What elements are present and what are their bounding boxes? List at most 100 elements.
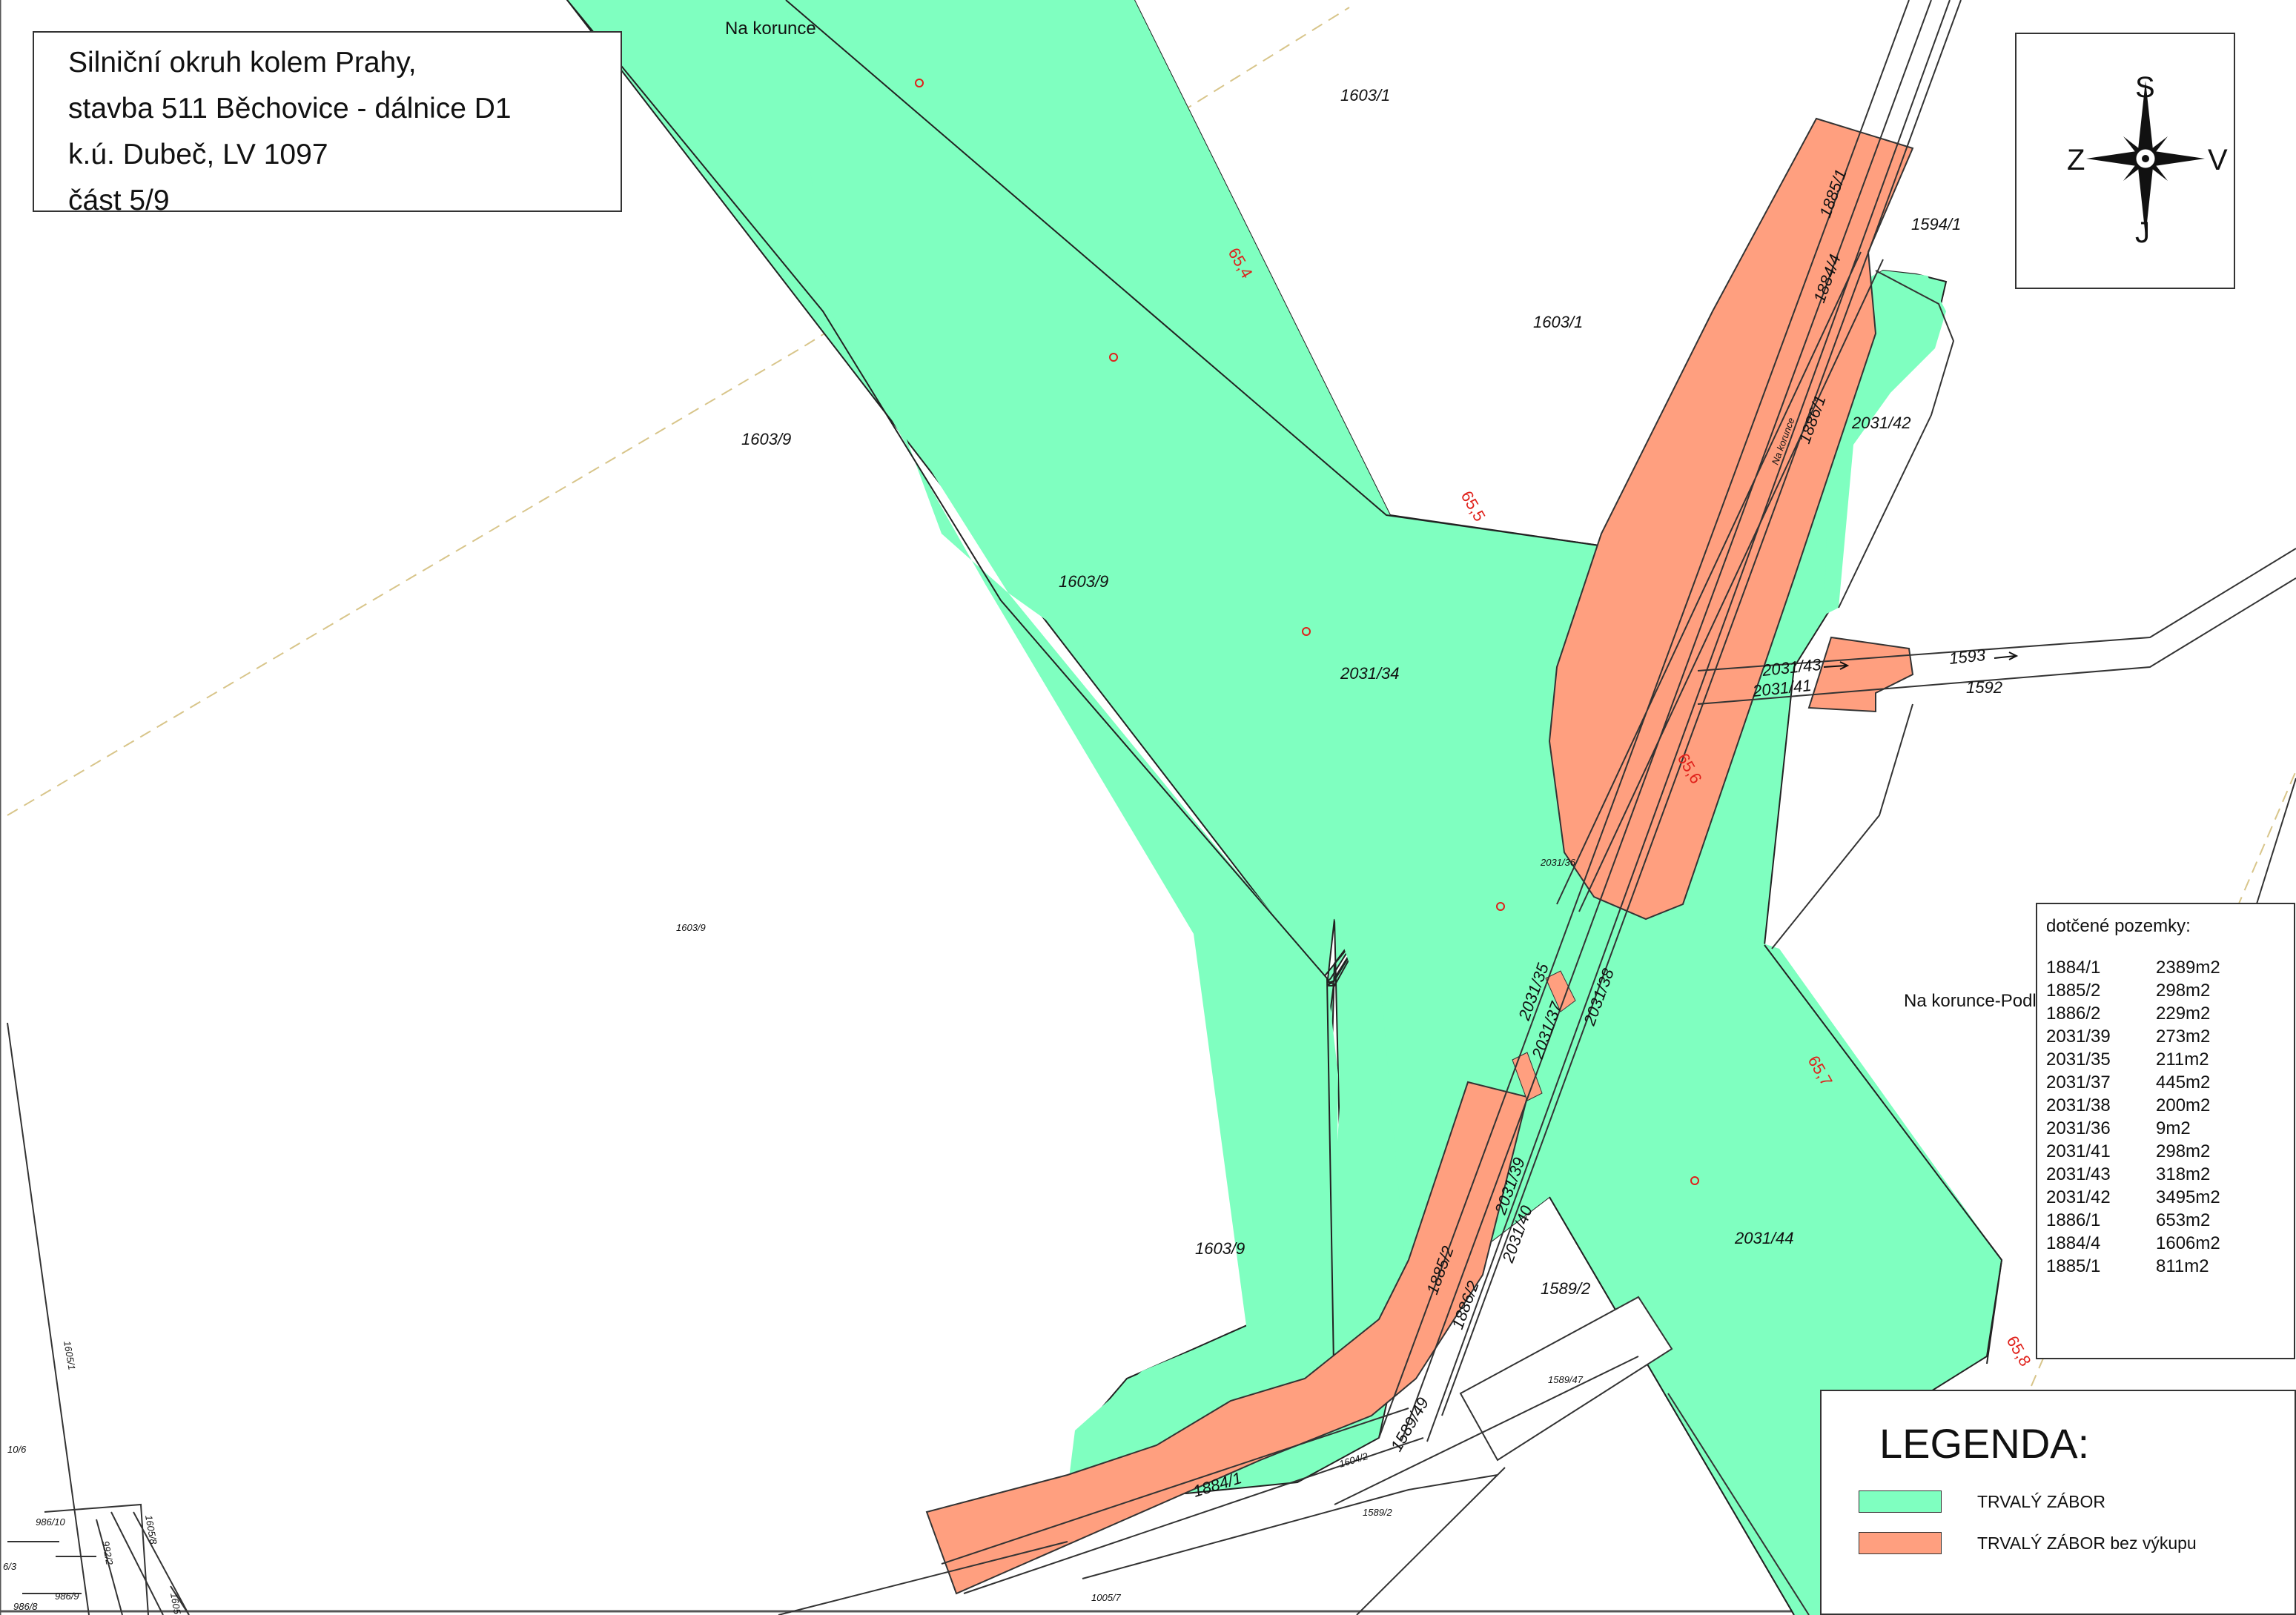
arrow-icon [1994, 651, 2019, 660]
street-label-na-korunce: Na korunce [725, 19, 816, 39]
parcel-label: 1603/1 [1340, 86, 1390, 105]
parcel-id: 2031/43 [2046, 1164, 2111, 1184]
parcel-area: 298m2 [2156, 981, 2211, 1001]
legend-title: LEGENDA: [1879, 1420, 2090, 1467]
parcel-label: 1605/8 [143, 1514, 159, 1546]
parcel-id: 2031/41 [2046, 1141, 2111, 1161]
survey-points [915, 79, 1699, 1185]
parcel-label: 1603/1 [1533, 313, 1583, 331]
compass-east: V [2208, 144, 2228, 176]
parcel-area: 229m2 [2156, 1004, 2211, 1024]
parcel-label: 986/8 [13, 1601, 38, 1612]
list-item: 2031/41 298m2 [2046, 1140, 2294, 1163]
parcel-area: 298m2 [2156, 1141, 2211, 1161]
parcel-label: 1594/1 [1911, 215, 1961, 233]
list-item: 1886/2 229m2 [2046, 1002, 2294, 1025]
title-line: k.ú. Dubeč, LV 1097 [68, 139, 328, 170]
legend-label: TRVALÝ ZÁBOR bez výkupu [1977, 1533, 2197, 1553]
list-item: 2031/43 318m2 [2046, 1163, 2294, 1186]
title-line: Silniční okruh kolem Prahy, [68, 47, 417, 79]
legend-swatch [1859, 1490, 1942, 1513]
parcel-id: 2031/35 [2046, 1049, 2111, 1070]
list-item: 1885/2 298m2 [2046, 979, 2294, 1002]
parcel-label: 992/2 [100, 1540, 116, 1566]
parcel-line-1589 [1334, 1356, 1810, 1615]
building-1589-47 [1459, 1296, 1673, 1462]
parcel-id: 2031/36 [2046, 1118, 2111, 1138]
parcel-label: 1603/9 [676, 922, 706, 933]
parcel-label: 1593 [1948, 646, 1987, 668]
parcel-label: 1605/1 [62, 1340, 78, 1371]
legend-item-trvaly-zabor-bez-vykupu: TRVALÝ ZÁBOR bez výkupu [1859, 1532, 2197, 1554]
parcel-area: 318m2 [2156, 1164, 2211, 1184]
trvaly-zabor-outline [566, 0, 2003, 1615]
parcel-id: 1885/2 [2046, 981, 2101, 1001]
trvaly-zabor-area-south [1068, 964, 1409, 1490]
parcels-title: dotčené pozemky: [2046, 916, 2191, 936]
parcel-label: 1605 [168, 1592, 183, 1615]
parcel-id: 1886/2 [2046, 1004, 2101, 1024]
road-southwest [941, 1407, 1424, 1594]
parcel-label: 6/3 [3, 1561, 17, 1572]
list-item: 1885/1 811m2 [2046, 1255, 2294, 1278]
parcel-id: 2031/37 [2046, 1072, 2111, 1092]
parcel-label: 1603/9 [1195, 1239, 1245, 1258]
parcel-area: 1606m2 [2156, 1233, 2220, 1253]
road-bottom [778, 1474, 1498, 1615]
parcel-area: 200m2 [2156, 1095, 2211, 1115]
elevation-label: 65,8 [2003, 1333, 2035, 1370]
list-item: 2031/38 200m2 [2046, 1094, 2294, 1117]
elevation-label: 65,5 [1458, 488, 1489, 525]
parcel-label: 1592 [1966, 678, 2002, 697]
parcel-area: 653m2 [2156, 1210, 2211, 1230]
list-item: 2031/39 273m2 [2046, 1025, 2294, 1048]
parcel-area: 2389m2 [2156, 958, 2220, 978]
trvaly-zabor-area-center [786, 0, 2002, 1615]
arrow-icon [1823, 661, 1850, 670]
parcel-label: 2031/44 [1734, 1229, 1794, 1247]
zabor-bez-vykupu-strip-1 [1545, 970, 1576, 1012]
parcels-list: 1884/1 2389m2 1885/2 298m2 1886/2 229m2 203… [2046, 956, 2294, 1278]
parcel-area: 445m2 [2156, 1072, 2211, 1092]
list-item: 1886/1 653m2 [2046, 1209, 2294, 1232]
parcel-label: 1589/47 [1548, 1374, 1584, 1385]
street-label-na-korunce-podles: Na korunce-Podles [1904, 991, 2055, 1011]
parcel-id: 1885/1 [2046, 1256, 2101, 1276]
title-line: část 5/9 [68, 185, 170, 216]
parcel-id: 2031/39 [2046, 1027, 2111, 1047]
parcel-id: 1886/1 [2046, 1210, 2101, 1230]
zabor-bez-vykupu-spur [1807, 636, 1914, 713]
parcel-label: 2031/42 [1851, 414, 1911, 432]
legend-box: LEGENDA: TRVALÝ ZÁBOR TRVALÝ ZÁBOR bez v… [1820, 1390, 2296, 1615]
parcel-id: 2031/38 [2046, 1095, 2111, 1115]
title-box: Silniční okruh kolem Prahy, stavba 511 B… [33, 31, 622, 216]
parcel-line-1594 [1771, 270, 1955, 949]
legend-item-trvaly-zabor: TRVALÝ ZÁBOR [1859, 1490, 2105, 1513]
parcel-label: 986/10 [36, 1516, 66, 1528]
list-item: 2031/37 445m2 [2046, 1071, 2294, 1094]
parcel-label: 2031/34 [1340, 664, 1400, 683]
compass-north: S [2135, 71, 2155, 104]
parcel-label: 1005/7 [1091, 1592, 1122, 1603]
affected-parcels-box: dotčené pozemky: 1884/1 2389m2 1885/2 298m… [2036, 903, 2295, 1359]
compass-rose-icon [2086, 81, 2205, 236]
parcel-label: 1589/2 [1541, 1279, 1590, 1298]
road-lines [1378, 0, 1962, 1442]
parcel-label: 1589/2 [1363, 1507, 1393, 1518]
road-east [1697, 548, 2296, 705]
trvaly-zabor-area-corridor [567, 0, 1338, 1430]
list-item: 2031/36 9m2 [2046, 1117, 2294, 1140]
parcel-label: 10/6 [7, 1444, 27, 1455]
parcel-area: 811m2 [2156, 1256, 2209, 1276]
parcel-area: 9m2 [2156, 1118, 2191, 1138]
list-item: 1884/1 2389m2 [2046, 956, 2294, 979]
parcel-area: 273m2 [2156, 1027, 2211, 1047]
zabor-bez-vykupu-strip-2 [1512, 1052, 1543, 1101]
parcel-id: 1884/1 [2046, 958, 2101, 978]
parcels-west [7, 1022, 190, 1615]
parcel-id: 2031/42 [2046, 1187, 2111, 1207]
